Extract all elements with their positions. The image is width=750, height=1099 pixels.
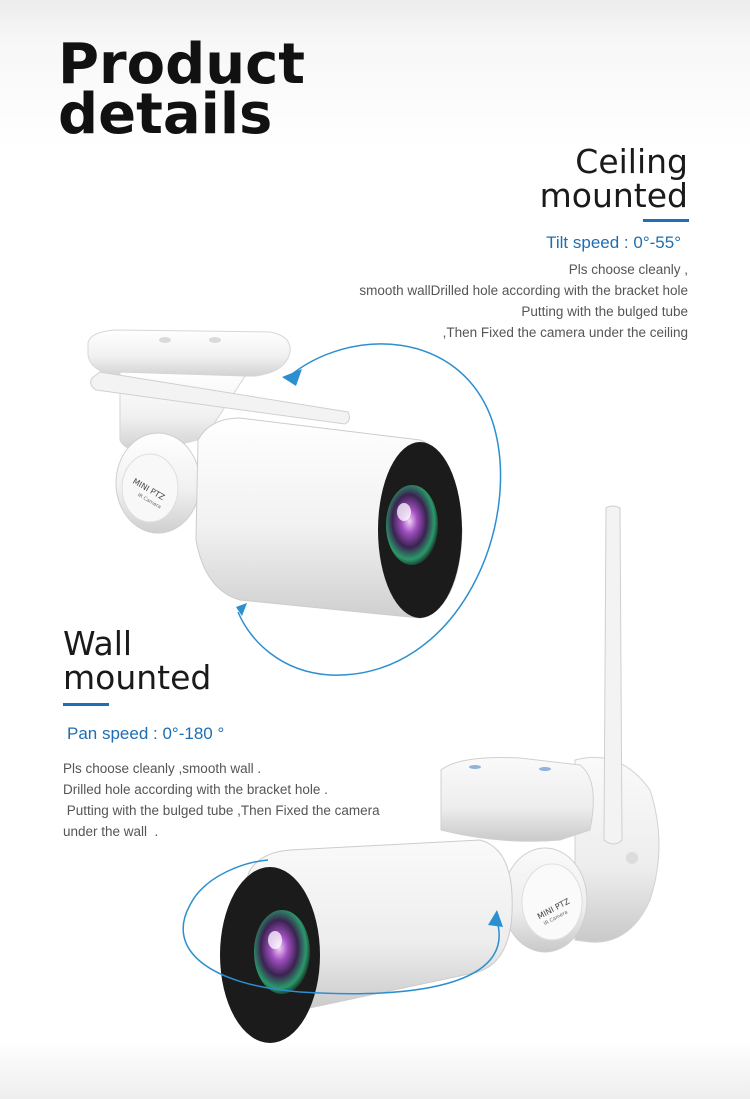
ceiling-description-line: smooth wallDrilled hole according with t… [359,283,688,298]
ceiling-camera: MINI PTZ IR Camera [87,329,502,676]
wall-camera: MINI PTZ IR Camera [182,505,660,1043]
ceiling-lens [386,485,438,565]
wall-description: Pls choose cleanly ,smooth wall . Drille… [63,758,380,842]
ceiling-description: Pls choose cleanly , smooth wallDrilled … [359,259,688,343]
ceiling-mounted-heading: Ceiling mounted [540,145,688,213]
wall-heading-underline [63,703,109,706]
ceiling-description-line: Putting with the bulged tube [521,304,688,319]
ceiling-description-line: ,Then Fixed the camera under the ceiling [442,325,688,340]
ceiling-heading-line-2: mounted [539,176,688,215]
wall-description-line: under the wall . [63,824,159,839]
wall-heading-line-2: mounted [63,658,212,697]
ceiling-description-line: Pls choose cleanly , [568,262,688,277]
page-title: Product details [58,32,306,147]
tilt-speed: Tilt speed : 0°-55° [546,233,681,252]
ceiling-heading-underline [643,219,689,222]
wall-description-line: Drilled hole according with the bracket … [63,782,328,797]
ceiling-mount-plate [87,329,291,379]
ceiling-antenna [90,371,350,425]
pan-rotation-arrow [182,859,500,995]
wall-heading-line-1: Wall [63,624,133,663]
wall-mounted-heading: Wall mounted [63,627,211,695]
wall-lens [254,910,310,994]
page-title-line-1: Product [58,32,306,97]
wall-mount-block [440,757,594,842]
pan-speed: Pan speed : 0°-180 ° [67,724,225,743]
ceiling-heading-line-1: Ceiling [575,142,688,181]
wall-description-line: Putting with the bulged tube ,Then Fixed… [63,803,380,818]
wall-antenna [603,505,623,845]
wall-description-line: Pls choose cleanly ,smooth wall . [63,761,262,776]
page-title-line-2: details [58,82,273,147]
tilt-rotation-arrow [237,343,502,676]
